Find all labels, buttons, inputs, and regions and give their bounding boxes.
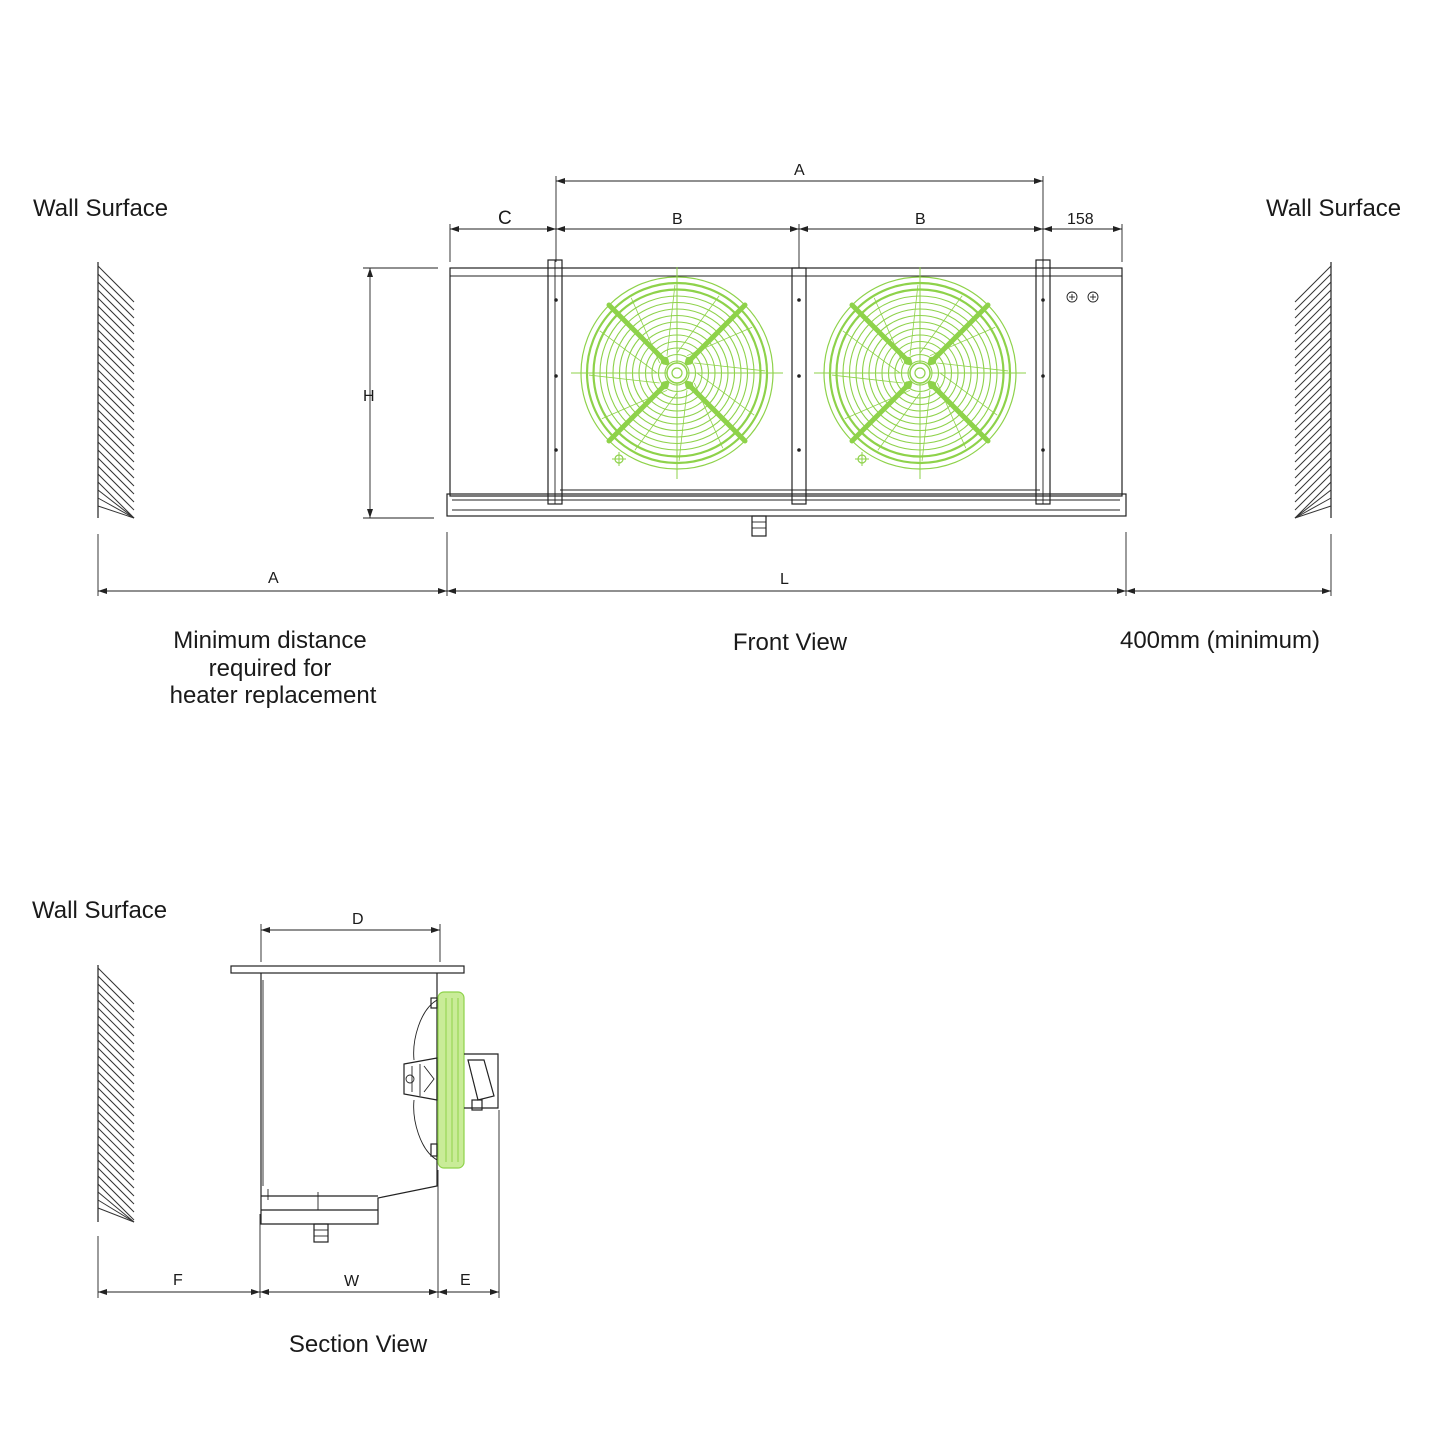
dimension-e-label: E [460, 1272, 471, 1289]
wall-left-top [97, 262, 135, 519]
front-view-unit [446, 259, 1127, 537]
dimension-f-label: F [173, 1272, 183, 1289]
dimension-158-label: 158 [1067, 211, 1094, 228]
fan-guard-left-icon [571, 267, 783, 479]
dimension-l-label: L [780, 571, 789, 588]
wall-left-bottom [97, 965, 135, 1223]
wall-surface-label-left-bottom: Wall Surface [32, 897, 167, 924]
dimension-chain-top [449, 224, 1123, 268]
dimension-d [260, 924, 441, 962]
dimension-chain-bottom [97, 532, 1332, 596]
dimension-b1-label: B [672, 211, 683, 228]
section-view-caption: Section View [289, 1331, 428, 1358]
dimension-d-label: D [352, 911, 364, 928]
dimension-a-top [555, 176, 1044, 262]
dimension-chain-section [97, 1110, 500, 1298]
wall-right-top [1294, 262, 1332, 519]
dimension-a-top-label: A [794, 162, 805, 179]
dimension-a-bottom-label: A [268, 570, 279, 587]
wall-surface-label-left-top: Wall Surface [33, 195, 168, 222]
right-clearance-caption: 400mm (minimum) [1120, 627, 1320, 654]
front-view-caption: Front View [733, 629, 848, 656]
min-distance-caption-line1: Minimum distance [173, 627, 366, 654]
section-view-unit [230, 965, 499, 1243]
wall-surface-label-right-top: Wall Surface [1266, 195, 1401, 222]
fan-guard-right-icon [814, 267, 1026, 479]
dimension-c-label: C [498, 208, 512, 229]
dimension-w-label: W [344, 1273, 360, 1290]
electrical-gland-icon [1066, 291, 1099, 303]
dimension-h [363, 267, 438, 519]
dimension-b2-label: B [915, 211, 926, 228]
min-distance-caption-line3: heater replacement [170, 682, 377, 709]
dimension-h-label: H [363, 388, 375, 405]
min-distance-caption-line2: required for [209, 655, 332, 682]
